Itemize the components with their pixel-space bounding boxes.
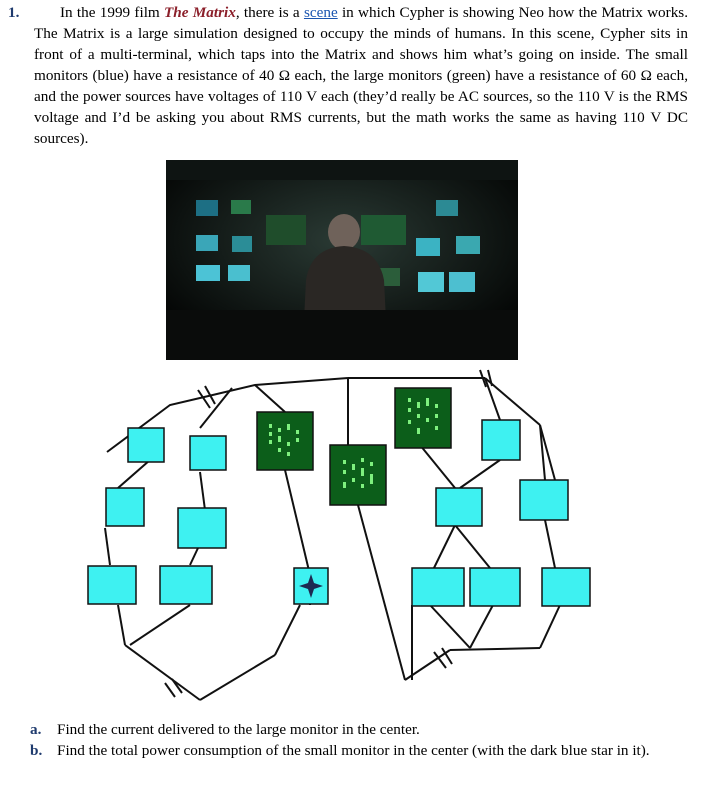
small-monitor [541,567,591,607]
large-monitors [256,387,452,506]
question-a: a. Find the current delivered to the lar… [30,719,685,740]
circuit-diagram [87,369,591,701]
battery-top-left [197,385,216,409]
question-label: b. [30,742,43,759]
large-monitor [394,387,452,449]
small-monitor [481,419,521,461]
problem-number: 1. [8,4,20,21]
question-label: a. [30,721,42,738]
center-large-monitor [329,444,387,506]
small-monitor [159,565,213,605]
battery-top-right [479,369,493,388]
small-monitor [177,507,227,549]
problem-text: in which Cypher is showing Neo how the M… [34,4,688,147]
large-monitor [256,411,314,471]
small-monitor [105,487,145,527]
question-text: Find the current delivered to the large … [57,721,420,738]
questions-list: a. Find the current delivered to the lar… [30,719,685,761]
star-icon [299,574,323,598]
matrix-code-pattern [269,398,438,488]
battery-bottom-right [433,647,453,669]
question-b: b. Find the total power consumption of t… [30,740,685,761]
power-sources [164,369,493,698]
matrix-scene-image [166,160,518,360]
intro-text: In the 1999 film [60,4,165,21]
small-monitor [189,435,227,471]
intro-text-2: , there is a [235,4,304,21]
film-title: The Matrix [164,4,236,21]
small-monitor [519,479,569,521]
circuit-wires [104,377,561,701]
scene-illustration [166,160,518,360]
scene-link[interactable]: scene [303,4,338,21]
small-monitor [469,567,521,607]
battery-bottom-left [164,678,183,698]
small-monitors [87,419,591,607]
small-monitor [411,567,465,607]
problem-statement: 1. In the 1999 film The Matrix, there is… [8,2,688,149]
small-monitor [87,565,137,605]
small-monitor [435,487,483,527]
problem-body: In the 1999 film The Matrix, there is a … [34,2,688,149]
small-monitor [127,427,165,463]
question-text: Find the total power consumption of the … [57,742,650,759]
